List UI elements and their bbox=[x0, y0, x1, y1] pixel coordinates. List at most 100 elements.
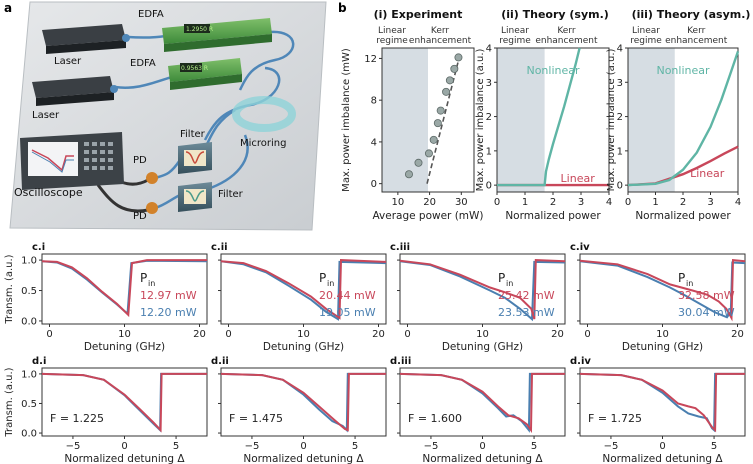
x-axis-label: Normalized detuning Δ bbox=[243, 453, 364, 464]
linear-regime-shade bbox=[628, 48, 675, 192]
x-tick-label: 3 bbox=[578, 197, 584, 208]
x-tick-label: 0 bbox=[300, 441, 306, 452]
f-value-label: F = 1.225 bbox=[50, 412, 104, 425]
y-tick-label: 4 bbox=[371, 137, 377, 148]
x-tick-label: 5 bbox=[173, 441, 179, 452]
nonlinear-label: Nonlinear bbox=[526, 64, 580, 77]
linear-regime-label-1: Linear bbox=[501, 26, 529, 36]
red-power-label: 12.97 mW bbox=[140, 289, 197, 302]
x-tick-label: 0 bbox=[121, 441, 127, 452]
x-tick-label: 3 bbox=[707, 197, 713, 208]
series-red-line bbox=[399, 372, 565, 434]
panel-label: d.iii bbox=[390, 356, 411, 367]
x-tick-label: −5 bbox=[66, 441, 81, 452]
data-point bbox=[445, 76, 454, 85]
blue-power-label: 23.53 mW bbox=[498, 306, 555, 319]
red-power-label: 32.58 mW bbox=[678, 289, 735, 302]
data-point bbox=[404, 170, 413, 179]
x-tick-label: 20 bbox=[731, 329, 744, 340]
linear-regime-label-2: regime bbox=[376, 36, 408, 46]
series-red-line bbox=[41, 372, 207, 433]
data-point bbox=[454, 53, 463, 62]
pd2-label: PD bbox=[133, 211, 147, 222]
blue-power-label: 30.04 mW bbox=[678, 306, 735, 319]
chart-b-1: (i) ExperimentLinearregimeKerrenhancemen… bbox=[341, 8, 484, 222]
series-nonlinear-line bbox=[497, 47, 581, 187]
linear-regime-shade bbox=[382, 48, 428, 192]
panel-b-charts: (i) ExperimentLinearregimeKerrenhancemen… bbox=[341, 8, 750, 222]
filter-2: Filter bbox=[178, 182, 244, 212]
x-axis-label: Normalized detuning Δ bbox=[602, 453, 723, 464]
kerr-label-1: Kerr bbox=[557, 26, 576, 36]
chart-d3-frame bbox=[399, 367, 566, 437]
chart-title: (iii) Theory (asym.) bbox=[632, 8, 751, 21]
chart-title: (i) Experiment bbox=[374, 8, 463, 21]
x-tick-label: 5 bbox=[352, 441, 358, 452]
oscilloscope: Oscilloscope bbox=[14, 132, 124, 199]
data-point bbox=[442, 87, 451, 96]
x-tick-label: −5 bbox=[245, 441, 260, 452]
x-tick-label: −5 bbox=[604, 441, 619, 452]
series-blue-line bbox=[399, 260, 566, 322]
y-axis-label: Max. power imbalance (mW) bbox=[341, 48, 352, 192]
linear-label: Linear bbox=[561, 172, 596, 185]
data-point bbox=[450, 64, 459, 73]
photodiode-2: PD bbox=[133, 202, 158, 222]
y-tick-label: 3 bbox=[486, 78, 492, 89]
f-value-label: F = 1.600 bbox=[408, 412, 462, 425]
y-axis-label: Transm. (a.u.) bbox=[4, 367, 15, 437]
x-axis-label: Normalized power bbox=[635, 210, 731, 222]
pin-subscript: in bbox=[686, 279, 693, 288]
blue-power-label: 12.20 mW bbox=[140, 306, 197, 319]
kerr-label-1: Kerr bbox=[431, 26, 450, 36]
panel-label: c.iii bbox=[390, 242, 410, 253]
x-tick-label: 10 bbox=[656, 329, 669, 340]
x-tick-label: 0 bbox=[584, 329, 590, 340]
pin-label: P bbox=[140, 271, 147, 285]
panel-label: d.iv bbox=[570, 356, 591, 367]
data-point bbox=[429, 135, 438, 144]
pin-subscript: in bbox=[327, 279, 334, 288]
setup-panel: a 1.2950 R EDFA bbox=[4, 1, 327, 231]
oscilloscope-label: Oscilloscope bbox=[14, 186, 83, 199]
laser-2: Laser bbox=[32, 76, 118, 121]
x-tick-label: −5 bbox=[424, 441, 439, 452]
x-tick-label: 10 bbox=[118, 329, 131, 340]
x-axis-label: Normalized detuning Δ bbox=[64, 453, 185, 464]
x-tick-label: 0 bbox=[659, 441, 665, 452]
y-tick-label: 4 bbox=[486, 44, 492, 55]
y-axis-label: Max. power imbalance (a.u.) bbox=[606, 48, 617, 191]
chart-d1-frame bbox=[41, 367, 208, 437]
edfa2-label: EDFA bbox=[130, 58, 156, 69]
red-power-label: 25.42 mW bbox=[498, 289, 555, 302]
data-point bbox=[414, 158, 423, 167]
x-axis-label: Detuning (GHz) bbox=[442, 341, 523, 353]
chart-d2-frame bbox=[220, 367, 387, 437]
x-tick-label: 20 bbox=[193, 329, 206, 340]
data-point bbox=[436, 106, 445, 115]
x-tick-label: 4 bbox=[735, 197, 741, 208]
filter-1: Filter bbox=[178, 129, 212, 174]
x-tick-label: 1 bbox=[652, 197, 658, 208]
y-tick-label: 0.5 bbox=[21, 286, 37, 297]
edfa2-display: 0.9563 R bbox=[181, 65, 208, 72]
pin-label: P bbox=[498, 271, 505, 285]
x-tick-label: 1 bbox=[522, 197, 528, 208]
kerr-label-2: enhancement bbox=[409, 36, 472, 46]
edfa1-label: EDFA bbox=[138, 9, 164, 20]
pin-subscript: in bbox=[148, 279, 155, 288]
data-point bbox=[433, 119, 442, 128]
x-tick-label: 0 bbox=[225, 329, 231, 340]
y-tick-label: 0.0 bbox=[21, 429, 37, 440]
x-tick-label: 2 bbox=[680, 197, 686, 208]
y-axis-label: Max. power imbalance (a.u.) bbox=[475, 48, 486, 191]
series-red-line bbox=[220, 372, 386, 432]
y-tick-label: 0.5 bbox=[21, 399, 37, 410]
y-tick-label: 4 bbox=[617, 44, 623, 55]
edfa1-display: 1.2950 R bbox=[186, 26, 213, 33]
x-tick-label: 4 bbox=[606, 197, 612, 208]
